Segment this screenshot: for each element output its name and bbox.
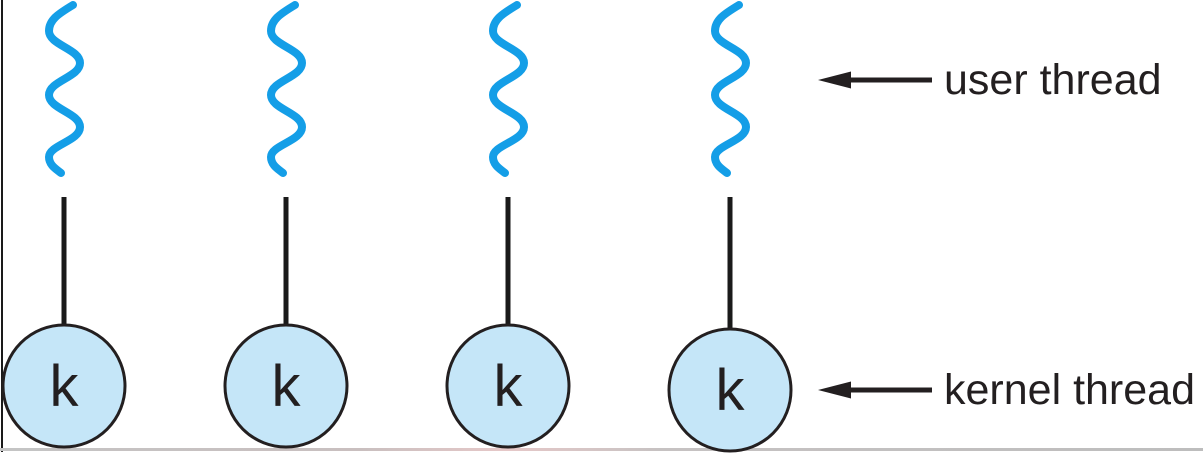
bottom-border-line bbox=[0, 448, 1203, 451]
kernel-thread-k-label: k bbox=[716, 358, 746, 423]
user-thread-wave bbox=[266, 1, 307, 177]
kernel-thread-k-label: k bbox=[272, 354, 302, 419]
user-thread-wave bbox=[44, 1, 85, 177]
arrow-left-icon bbox=[818, 381, 932, 399]
kernel-thread-circle bbox=[667, 327, 793, 453]
user-thread-label: user thread bbox=[944, 55, 1162, 104]
left-border-line bbox=[1, 0, 3, 452]
kernel-thread-label: kernel thread bbox=[944, 365, 1195, 414]
kernel-thread-circle bbox=[1, 323, 127, 449]
arrow-left-icon bbox=[818, 71, 932, 89]
thread-unit: k bbox=[666, 0, 794, 455]
kernel-thread-circle bbox=[223, 323, 349, 449]
kernel-thread-k-label: k bbox=[494, 354, 524, 419]
user-thread-callout: user thread bbox=[818, 58, 1162, 102]
user-thread-wave bbox=[488, 1, 529, 177]
kernel-thread-circle bbox=[445, 323, 571, 449]
user-thread-wave bbox=[710, 1, 751, 177]
thread-unit: k bbox=[0, 0, 128, 455]
thread-unit: k bbox=[222, 0, 350, 455]
kernel-thread-callout: kernel thread bbox=[818, 368, 1195, 412]
thread-unit: k bbox=[444, 0, 572, 455]
kernel-thread-k-label: k bbox=[50, 354, 80, 419]
